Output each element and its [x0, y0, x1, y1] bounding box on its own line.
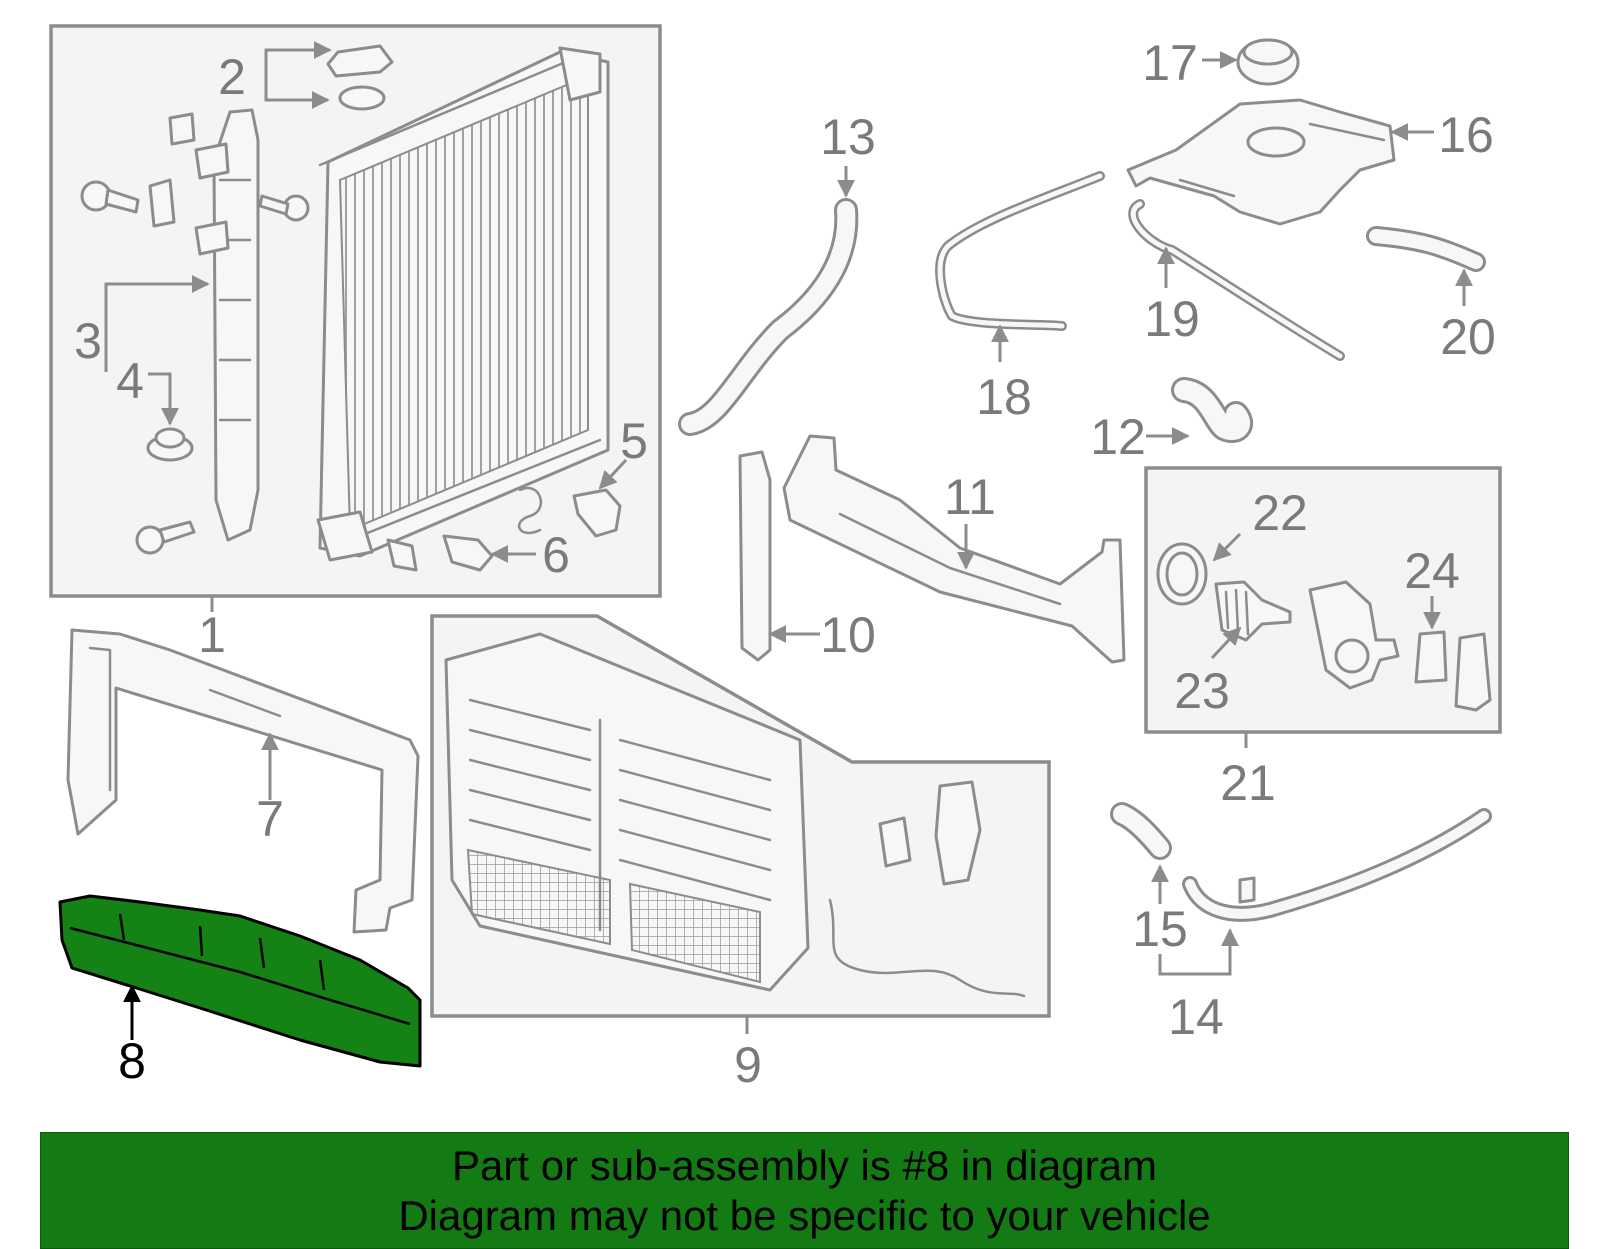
callout-23: 23: [1174, 663, 1230, 719]
leader-22: [1212, 532, 1242, 562]
callout-10: 10: [820, 607, 876, 663]
wiring-harness: [828, 898, 1026, 998]
coolant-pipe: [1182, 808, 1492, 922]
hose-clip: [517, 486, 542, 535]
leader-3: [104, 275, 210, 372]
radiator-assembly-box: [49, 24, 662, 598]
callout-20: 20: [1440, 309, 1496, 365]
shutter-assembly-box: [430, 614, 1051, 1018]
leader-5: [598, 458, 628, 490]
banner-part-note: Part or sub-assembly is #8 in diagram: [452, 1141, 1157, 1189]
bracket-clip: [386, 538, 418, 572]
side-air-guide: [738, 450, 772, 662]
callout-14: 14: [1168, 989, 1224, 1045]
air-shutter: [444, 632, 810, 992]
callout-22: 22: [1252, 485, 1308, 541]
shutter-actuator: [878, 780, 982, 886]
callout-12: 12: [1090, 409, 1146, 465]
callout-8-highlighted: 8: [118, 1033, 146, 1089]
grommet-upper: [326, 44, 394, 111]
thermostat-housing: [1308, 580, 1400, 690]
thermostat-assembly-box: [1144, 466, 1502, 734]
callout-4: 4: [116, 353, 144, 409]
drain-plug: [572, 488, 622, 538]
radiator-baffle: [66, 628, 420, 934]
temperature-sensor: [442, 534, 494, 572]
radiator-bracket: [194, 108, 260, 542]
mounting-bracket: [1414, 630, 1492, 712]
callout-1: 1: [198, 607, 226, 663]
callout-15: 15: [1132, 901, 1188, 957]
banner-disclaimer: Diagram may not be specific to your vehi…: [398, 1191, 1211, 1239]
info-banner: Part or sub-assembly is #8 in diagram Di…: [40, 1132, 1569, 1249]
overflow-hose: [935, 171, 1105, 331]
callout-6: 6: [542, 527, 570, 583]
reservoir-cap: [1236, 38, 1300, 86]
callout-5: 5: [620, 413, 648, 469]
upper-air-guide: [782, 434, 1126, 664]
callout-7: 7: [256, 791, 284, 847]
callout-18: 18: [976, 369, 1032, 425]
callout-2: 2: [218, 49, 246, 105]
radiator-hose: [678, 198, 859, 436]
clip: [148, 178, 176, 228]
radiator-core: [316, 46, 610, 562]
callout-9: 9: [734, 1037, 762, 1093]
callout-19: 19: [1144, 291, 1200, 347]
callout-24: 24: [1404, 543, 1460, 599]
callout-3: 3: [74, 313, 102, 369]
coolant-reservoir: [1126, 98, 1396, 226]
clip: [168, 112, 196, 146]
leader-4: [148, 372, 179, 426]
callout-16: 16: [1438, 107, 1494, 163]
callout-21: 21: [1220, 755, 1276, 811]
pipe-fitting: [1238, 876, 1256, 904]
air-deflector-highlighted: [58, 894, 422, 1068]
callout-17: 17: [1142, 35, 1198, 91]
callout-13: 13: [820, 109, 876, 165]
bolt: [80, 180, 310, 555]
isolator: [146, 427, 194, 462]
callout-11: 11: [944, 469, 996, 525]
seal-ring: [1156, 542, 1208, 606]
leader-14: [1158, 928, 1239, 976]
leader-23: [1210, 626, 1242, 660]
